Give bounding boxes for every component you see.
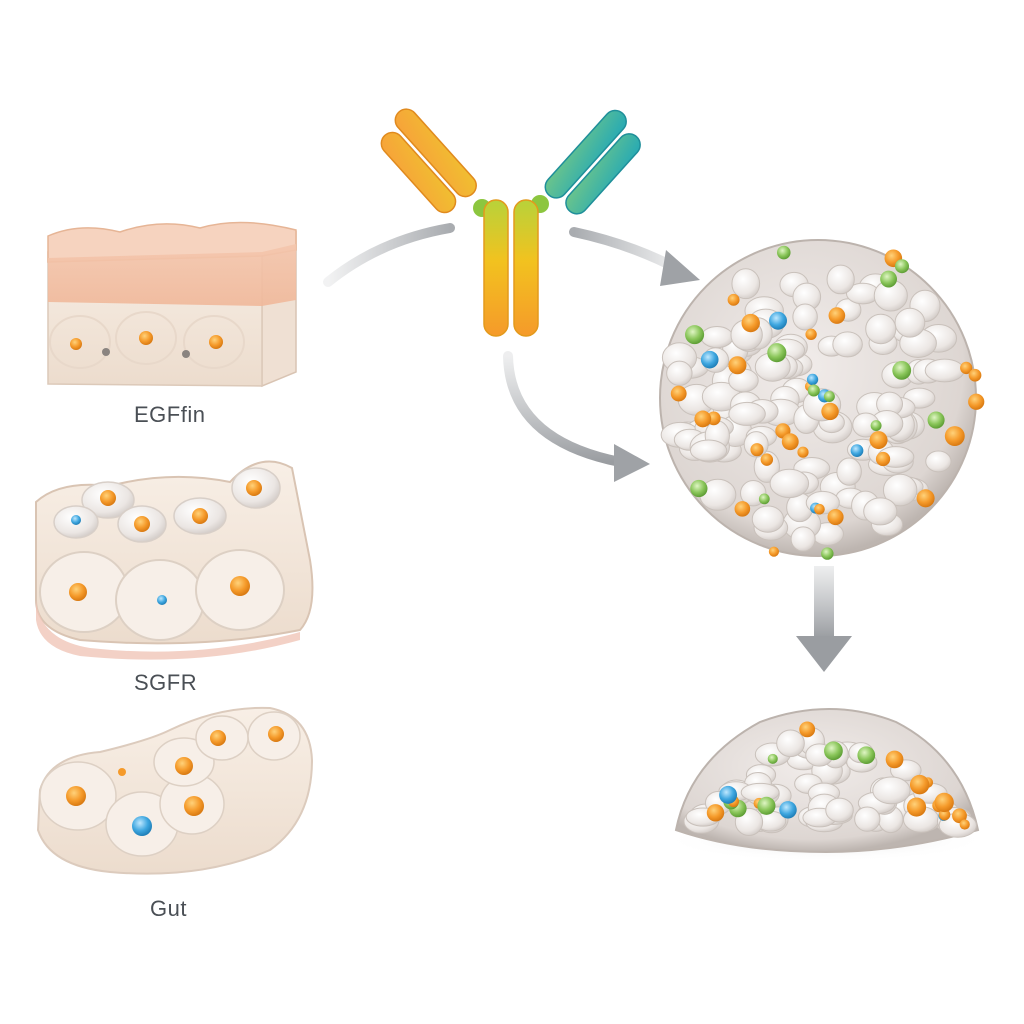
tissue-block-gut [36, 706, 314, 875]
tumor-marker-dot [797, 446, 809, 458]
tissue-label-bottom: Gut [150, 896, 187, 921]
tumor-marker-dot [777, 245, 791, 260]
tumor-marker-dot [685, 325, 705, 345]
tumor-marker-dot [727, 293, 740, 306]
tumor-cell [666, 360, 693, 386]
tumor-marker-dot [916, 489, 935, 508]
shrunk-tumor-marker-dot [799, 721, 816, 738]
shrunk-tumor-marker-dot [909, 774, 930, 795]
tumor-cell [689, 439, 728, 462]
tumor-marker-dot [814, 503, 825, 515]
tumor-marker-dot [869, 431, 888, 450]
tumor-marker-dot [734, 501, 751, 517]
shrunk-tumor-marker-dot [779, 801, 797, 819]
shrunk-tumor-marker-dot [824, 741, 843, 761]
tumor-marker-dot [880, 270, 898, 288]
tumor-marker-dot [875, 451, 891, 467]
shrunk-tumor [662, 708, 990, 862]
tumor-marker-dot [700, 350, 719, 369]
shrunk-tumor-marker-dot [934, 792, 954, 813]
tumor-cell [700, 326, 734, 349]
tissue-label-top: EGFfin [134, 402, 206, 427]
tumor-marker-dot [821, 547, 834, 560]
tumor-cell [863, 497, 898, 526]
shrunk-tumor-cell [854, 806, 881, 832]
arrow-tissue-to-antibody [323, 223, 455, 287]
tumor-cell [792, 303, 818, 331]
tumor-cell [882, 473, 918, 507]
tumor-cell [790, 526, 816, 552]
tumor-marker-dot [805, 328, 817, 341]
tumor-cell [832, 331, 863, 358]
tumor-marker-dot [807, 384, 820, 397]
tissue-block-top [47, 221, 297, 388]
arrow-antibody-to-tumor-top [569, 227, 700, 286]
tumor-mass [659, 239, 985, 560]
tumor-marker-dot [968, 393, 985, 410]
tumor-marker-dot [728, 356, 747, 375]
tumor-cell [836, 457, 862, 486]
tumor-marker-dot [823, 391, 835, 402]
tumor-marker-dot [850, 444, 864, 457]
shrunk-tumor-marker-dot [906, 797, 927, 817]
tumor-cell [894, 307, 926, 338]
shrunk-tumor-marker-dot [952, 808, 967, 824]
shrunk-tumor-marker-dot [767, 753, 778, 764]
tumor-cell [728, 401, 766, 426]
shrunk-tumor-marker-dot [959, 819, 970, 830]
tumor-marker-dot [670, 385, 687, 402]
shrunk-tumor-marker-dot [938, 808, 951, 821]
tumor-marker-dot [750, 443, 764, 457]
tumor-cell [925, 450, 952, 473]
antibody-icon [380, 108, 641, 337]
tumor-marker-dot [806, 373, 819, 386]
tumor-marker-dot [694, 410, 712, 428]
tumor-marker-dot [960, 361, 973, 375]
tumor-cell [731, 268, 761, 300]
tumor-cell [769, 468, 810, 499]
tumor-marker-dot [821, 402, 839, 421]
shrunk-tumor-cell [825, 797, 854, 823]
tumor-marker-dot [927, 411, 945, 429]
tumor-marker-dot [769, 311, 788, 330]
tumor-cell [751, 505, 785, 533]
shrunk-tumor-marker-dot [857, 746, 876, 765]
tumor-marker-dot [827, 508, 844, 526]
shrunk-tumor-cell [872, 776, 911, 805]
tumor-marker-dot [894, 259, 910, 274]
tumor-marker-dot [870, 420, 882, 432]
tumor-marker-dot [758, 493, 770, 505]
tumor-marker-dot [690, 479, 708, 498]
shrunk-tumor-marker-dot [757, 796, 776, 815]
shrunk-tumor-marker-dot [706, 804, 725, 822]
tumor-marker-dot [767, 343, 787, 363]
tumor-marker-dot [892, 360, 912, 380]
tumor-cell [924, 358, 965, 383]
tumor-marker-dot [944, 426, 965, 447]
shrunk-tumor-marker-dot [885, 750, 904, 769]
tumor-marker-dot [741, 313, 760, 333]
tissue-label-middle: SGFR [134, 670, 198, 695]
tumor-cell [826, 264, 855, 295]
shrunk-tumor-cell [776, 729, 805, 758]
tissue-block-middle [35, 460, 314, 660]
tumor-marker-dot [828, 307, 846, 324]
tumor-marker-dot [781, 433, 799, 451]
arrow-antibody-to-tumor-lower [503, 351, 650, 482]
tumor-marker-dot [760, 453, 774, 466]
tumor-marker-dot [968, 368, 982, 382]
tumor-cell [865, 313, 897, 345]
tumor-marker-dot [768, 546, 779, 557]
arrow-tumor-to-shrunk [796, 566, 852, 672]
shrunk-tumor-marker-dot [719, 785, 738, 804]
